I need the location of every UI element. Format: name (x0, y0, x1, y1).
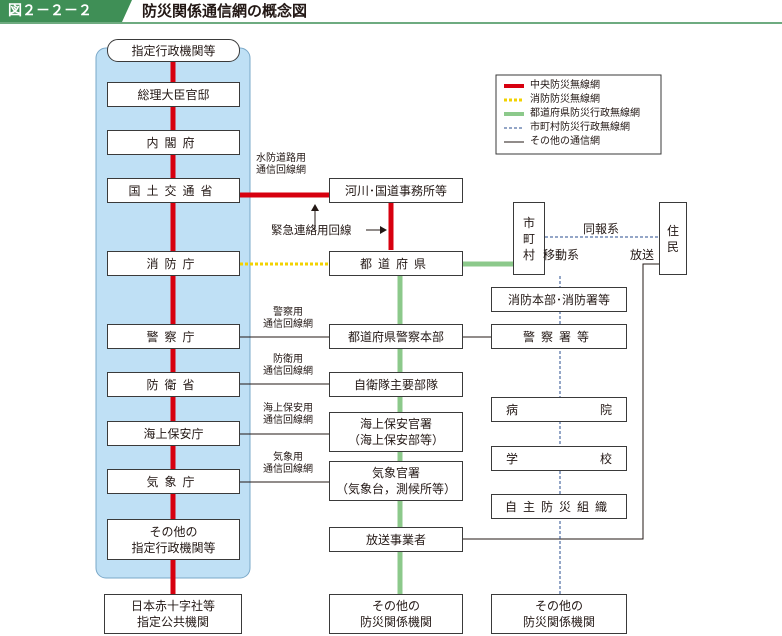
hospital-char-1: 病 (506, 402, 519, 417)
school-char-1: 学 (506, 451, 519, 466)
hospital-char-2: 院 (599, 402, 612, 417)
other-disaster-org-right-box: その他の 防災関係機関 (491, 594, 627, 634)
municipality-box: 市 町 村 (513, 202, 545, 275)
figure-title: 防災関係通信網の概念図 (142, 2, 308, 20)
school-char-2: 校 (599, 451, 612, 466)
designated-public-box: 日本赤十字社等 指定公共機関 (104, 594, 242, 634)
volunteer-org-box: 自主防災組織 (491, 494, 627, 519)
other-agencies-box: その他の 指定行政機関等 (107, 519, 240, 560)
broadcaster-box: 放送事業者 (329, 527, 463, 552)
mlit-box: 国土交通省 (107, 178, 240, 203)
broadcast-label: 放送 (630, 248, 655, 262)
prefectural-police-box: 都道府県警察本部 (329, 324, 463, 349)
defense-network-label: 防衛用 通信回線網 (263, 354, 313, 377)
figure-number: 図２－２－２ (8, 3, 92, 19)
mobile-label: 移動系 (543, 248, 580, 262)
prefecture-box: 都道府県 (329, 251, 463, 276)
emergency-line-label: 緊急連絡用回線 (271, 223, 352, 237)
weather-office-box: 気象官署 （気象台，測候所等） (329, 461, 463, 501)
cabinet-office-box: 内閣府 (107, 130, 240, 155)
simultaneous-label: 同報系 (583, 222, 620, 236)
police-network-label: 警察用 通信回線網 (263, 307, 313, 330)
legend-central-radio: 中央防災無線網 (530, 80, 600, 91)
municipal-radio-links (545, 236, 659, 600)
npa-box: 警察庁 (107, 324, 240, 349)
fdma-box: 消防庁 (107, 251, 240, 276)
sdf-box: 自衛隊主要部隊 (329, 372, 463, 397)
legend-swatches (504, 84, 524, 143)
school-box: 学校 (491, 446, 627, 471)
legend-prefectural-radio: 都道府県防災行政無線網 (530, 108, 640, 119)
mod-box: 防衛省 (107, 372, 240, 397)
municipality-char-1: 市 (522, 215, 535, 230)
residents-char-1: 住 (666, 223, 679, 238)
coast-guard-network-label: 海上保安用 通信回線網 (263, 403, 313, 426)
residents-box: 住 民 (659, 202, 687, 275)
pm-office-box: 総理大臣官邸 (107, 82, 240, 107)
figure-number-tab (0, 0, 132, 22)
residents-char-2: 民 (666, 239, 679, 254)
municipality-char-3: 村 (522, 247, 535, 262)
jcg-box: 海上保安庁 (107, 421, 240, 446)
designated-agencies-title: 指定行政機関等 (107, 39, 240, 62)
jma-box: 気象庁 (107, 469, 240, 494)
emergency-arrow (311, 204, 387, 234)
river-office-box: 河川･国道事務所等 (329, 178, 463, 203)
fire-hq-box: 消防本部･消防署等 (491, 287, 627, 312)
coast-guard-office-box: 海上保安官署 （海上保安部等） (329, 412, 463, 452)
police-station-box: 警察署等 (491, 324, 627, 349)
other-disaster-org-center-box: その他の 防災関係機関 (329, 594, 463, 634)
legend-other-network: その他の通信網 (530, 136, 600, 147)
water-road-network-label: 水防道路用 通信回線網 (256, 153, 306, 176)
weather-network-label: 気象用 通信回線網 (263, 452, 313, 475)
legend-fire-radio: 消防防災無線網 (530, 94, 600, 105)
other-network-links (240, 263, 659, 540)
municipality-char-2: 町 (522, 231, 535, 246)
hospital-box: 病院 (491, 397, 627, 422)
legend-municipal-radio: 市町村防災行政無線網 (530, 122, 630, 133)
